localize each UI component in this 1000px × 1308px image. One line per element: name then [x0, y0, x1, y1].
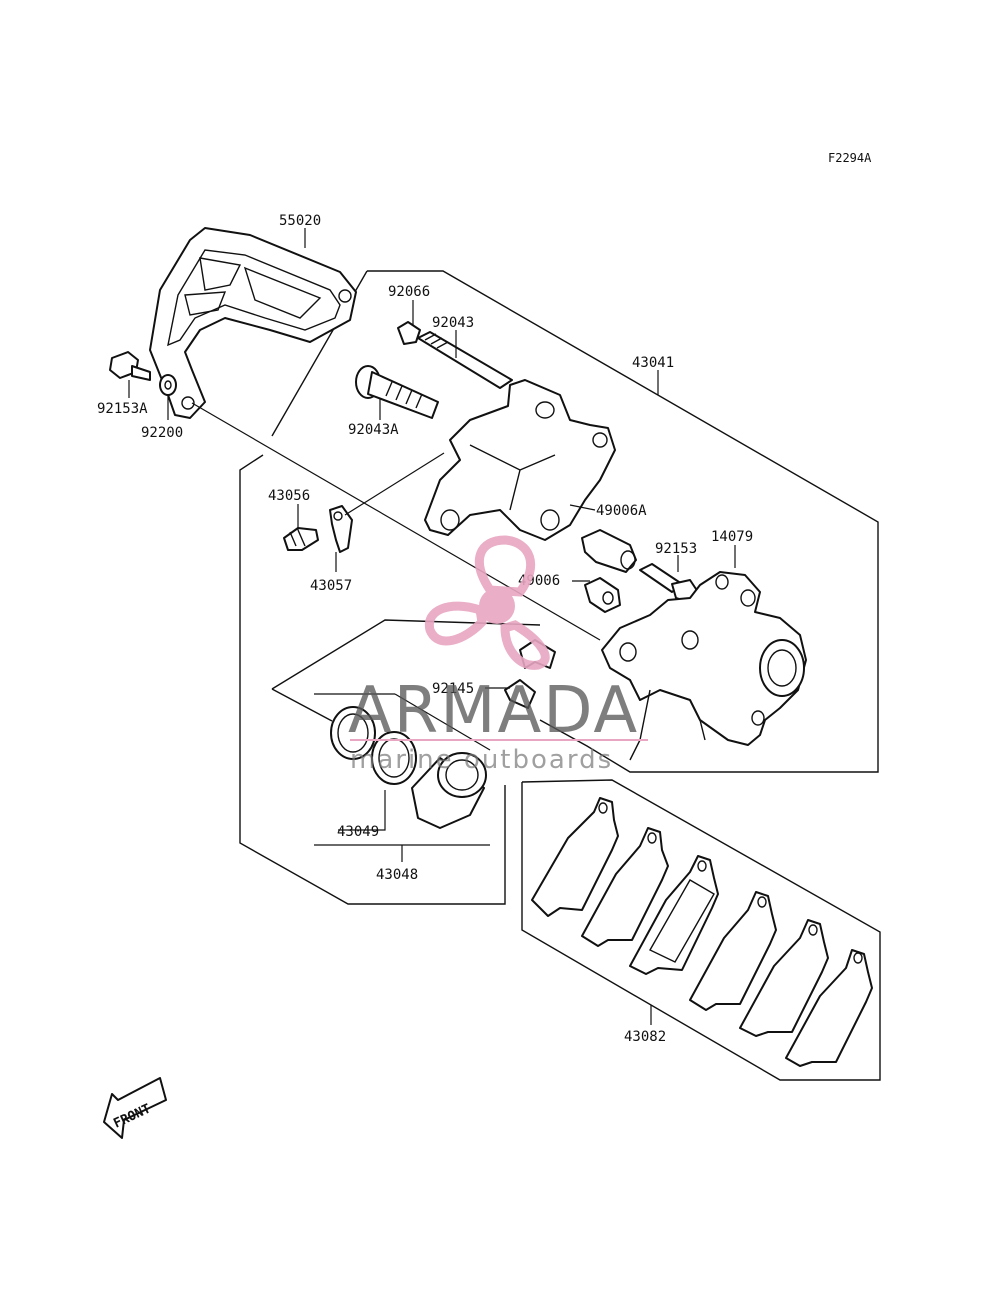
part-label-43057: 43057: [310, 578, 352, 594]
propeller-hub: [479, 588, 515, 624]
slide-pin-92043A: [355, 365, 439, 419]
pad-kit-outline: [521, 779, 881, 1081]
bolt-92153: [639, 563, 699, 603]
part-label-49006A: 49006A: [596, 503, 647, 519]
bolt-92153A: [109, 351, 151, 381]
brake-pad-set: [531, 797, 873, 1067]
washer-92200: [159, 374, 177, 396]
watermark-logo: [424, 535, 550, 670]
part-label-43049: 43049: [337, 824, 379, 840]
part-label-92145: 92145: [432, 681, 474, 697]
front-direction-arrow: FRONT: [103, 1077, 167, 1139]
part-label-92066: 92066: [388, 284, 430, 300]
part-label-43048: 43048: [376, 867, 418, 883]
piston-kit-outline: [239, 454, 506, 905]
part-label-55020: 55020: [279, 213, 321, 229]
part-label-92200: 92200: [141, 425, 183, 441]
part-label-43041: 43041: [632, 355, 674, 371]
leader-49006A: [569, 504, 596, 511]
pin-boot-92066: [397, 321, 421, 345]
part-label-43056: 43056: [268, 488, 310, 504]
caliper-body: [424, 379, 616, 541]
propeller-blade-top: [474, 535, 536, 597]
propeller-blade-left: [424, 601, 487, 646]
caliper-guard: [149, 227, 357, 419]
piston-seal-outer: [330, 706, 376, 760]
part-label-43082: 43082: [624, 1029, 666, 1045]
caliper-assembly-outline: [367, 270, 879, 773]
seal-box-line: [271, 688, 333, 722]
piston: [411, 752, 487, 829]
boot-49006-upper: [581, 529, 637, 573]
watermark-tagline: marine outboards: [350, 745, 613, 775]
bleeder-cap-43057: [329, 505, 353, 553]
boot-49006-lower: [584, 577, 621, 613]
seal-box-outline: [271, 619, 541, 690]
diagram-code: F2294A: [828, 151, 872, 165]
slide-pin-92043: [417, 331, 513, 389]
part-label-14079: 14079: [711, 529, 753, 545]
leader-43049: [338, 790, 386, 831]
watermark-brand: ARMADA: [348, 674, 639, 748]
part-label-92153A: 92153A: [97, 401, 148, 417]
part-label-92153: 92153: [655, 541, 697, 557]
caliper-holder: [601, 571, 807, 761]
bleeder-valve-43056: [283, 527, 319, 551]
bleeder-leader: [344, 452, 445, 516]
part-label-92043: 92043: [432, 315, 474, 331]
guard-mount-leader: [191, 402, 601, 641]
part-label-92043A: 92043A: [348, 422, 399, 438]
propeller-blade-right: [500, 620, 550, 670]
